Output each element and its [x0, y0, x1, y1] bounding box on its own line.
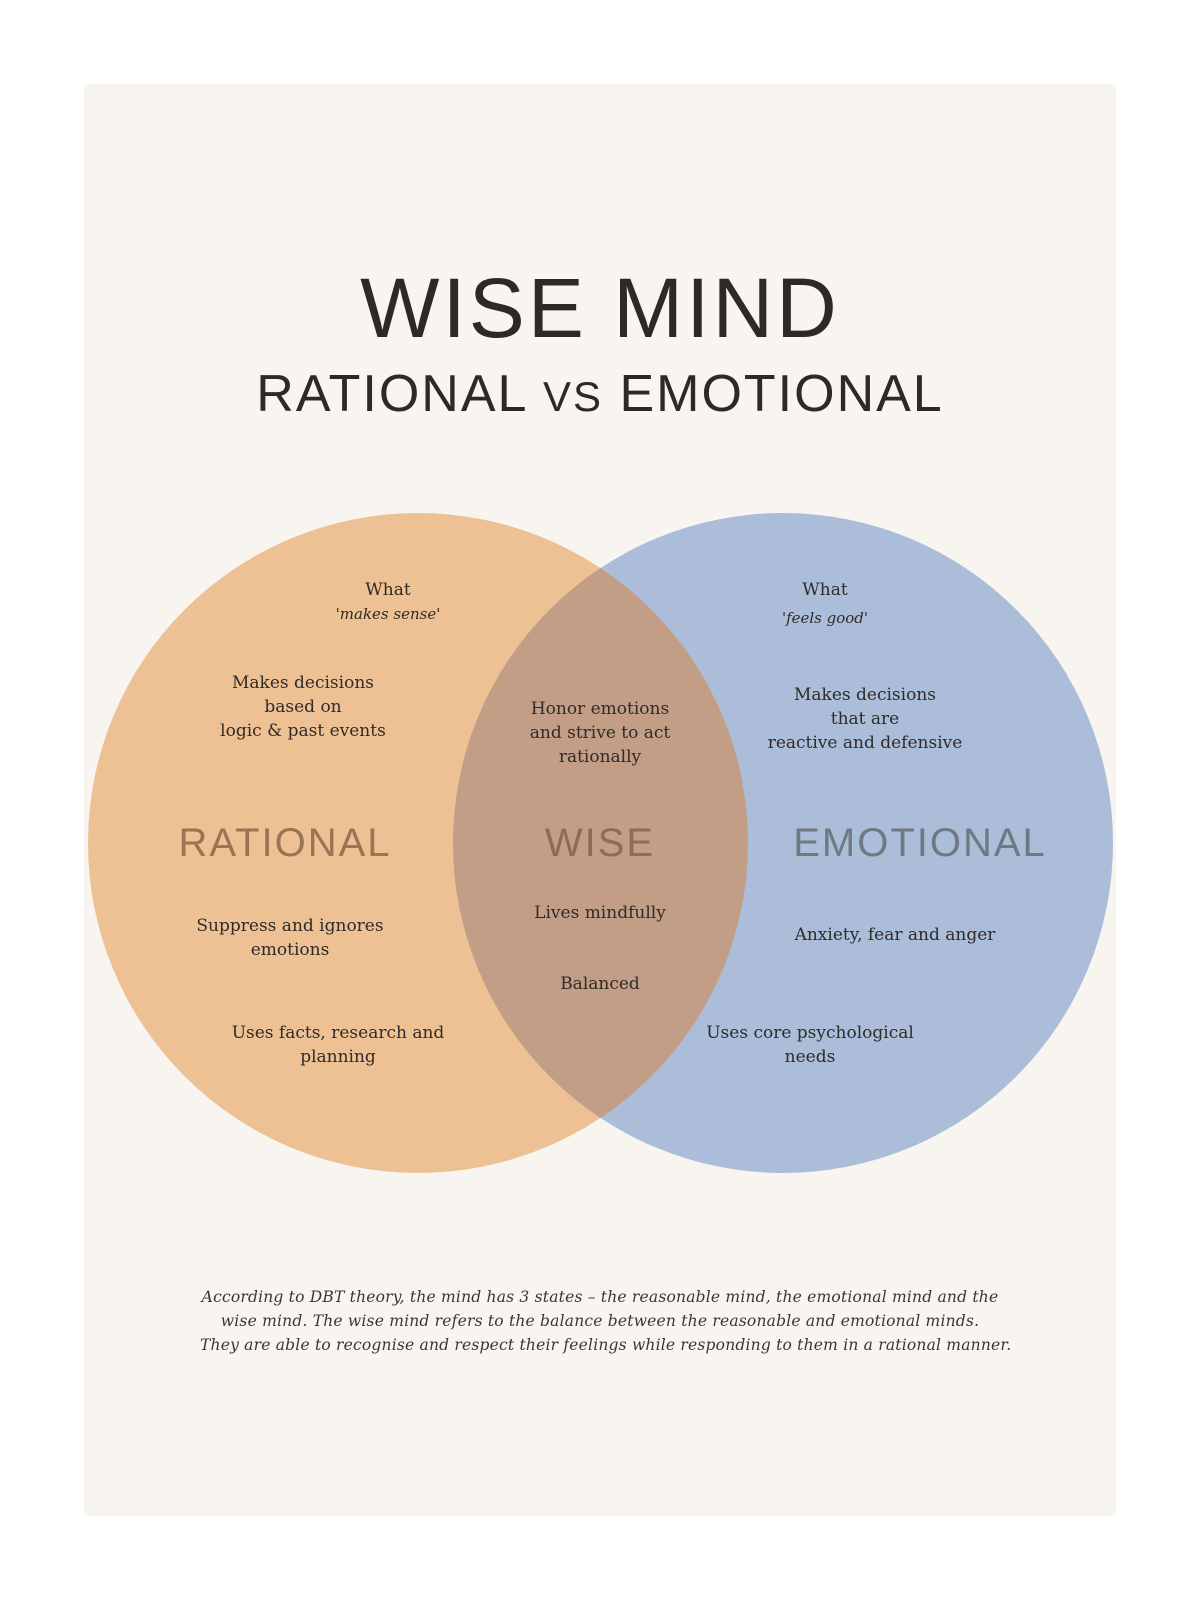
rational-suppress: Suppress and ignores emotions	[160, 914, 420, 962]
wise-honor: Honor emotions and strive to act rationa…	[490, 697, 710, 769]
footer-line: According to DBT theory, the mind has 3 …	[201, 1288, 999, 1306]
rational-uses: Uses facts, research and planning	[198, 1021, 478, 1069]
subtitle-rational: RATIONAL	[256, 365, 527, 423]
wise-mindful: Lives mindfully	[534, 903, 666, 923]
footer-line: wise mind. The wise mind refers to the b…	[220, 1312, 980, 1330]
emotional-what-quote: 'feels good'	[781, 609, 869, 627]
emotional-decisions-line: reactive and defensive	[767, 733, 963, 753]
emotional-what-label: What	[802, 580, 848, 600]
rational-label: RATIONAL	[178, 821, 392, 865]
emotional-uses: Uses core psychological needs	[675, 1021, 945, 1069]
rational-uses-line: planning	[300, 1047, 376, 1067]
rational-what: What 'makes sense'	[288, 578, 488, 626]
emotional-label: EMOTIONAL	[793, 821, 1047, 865]
wise-overlap	[453, 513, 748, 1173]
rational-what-quote: 'makes sense'	[335, 605, 441, 623]
emotional-feelings: Anxiety, fear and anger	[794, 925, 996, 945]
rational-what-label: What	[365, 580, 411, 600]
emotional-decisions-line: that are	[830, 709, 900, 729]
wise-balanced: Balanced	[560, 974, 640, 994]
rational-decisions-line: logic & past events	[220, 721, 386, 741]
wise-honor-line: rationally	[558, 747, 642, 767]
page-title: WISE MIND	[360, 261, 840, 355]
wise-honor-line: Honor emotions	[530, 699, 670, 719]
footer-line: They are able to recognise and respect t…	[200, 1336, 1012, 1354]
footer-description: According to DBT theory, the mind has 3 …	[200, 1285, 1012, 1357]
emotional-uses-line: needs	[784, 1047, 836, 1067]
rational-suppress-line: Suppress and ignores	[196, 916, 384, 936]
rational-uses-line: Uses facts, research and	[231, 1023, 445, 1043]
subtitle-emotional: EMOTIONAL	[619, 365, 944, 423]
emotional-uses-line: Uses core psychological	[706, 1023, 914, 1043]
emotional-decisions-line: Makes decisions	[793, 685, 936, 705]
wise-label: WISE	[544, 821, 656, 865]
rational-suppress-line: emotions	[250, 940, 330, 960]
rational-decisions-line: Makes decisions	[231, 673, 374, 693]
wise-honor-line: and strive to act	[529, 723, 671, 743]
page-subtitle: RATIONAL VS EMOTIONAL	[0, 368, 1200, 420]
emotional-decisions: Makes decisions that are reactive and de…	[735, 683, 995, 755]
subtitle-vs: VS	[542, 373, 604, 420]
rational-decisions: Makes decisions based on logic & past ev…	[183, 671, 423, 743]
rational-decisions-line: based on	[264, 697, 342, 717]
emotional-what: What 'feels good'	[725, 578, 925, 630]
